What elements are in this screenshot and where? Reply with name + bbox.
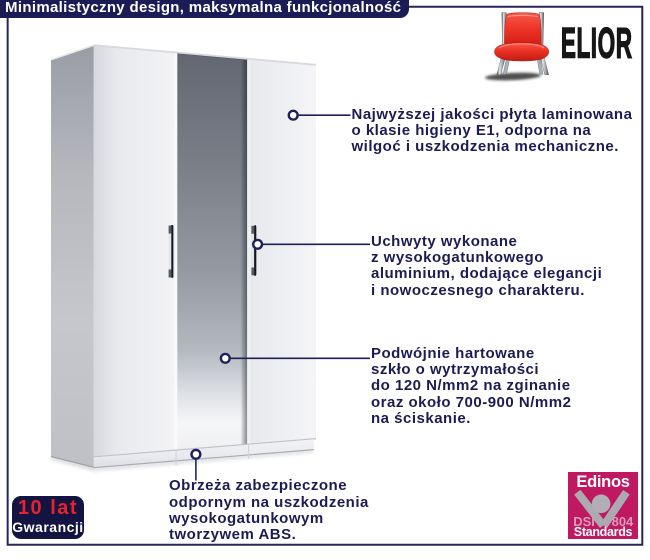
svg-text:ELIOR: ELIOR	[561, 20, 633, 67]
